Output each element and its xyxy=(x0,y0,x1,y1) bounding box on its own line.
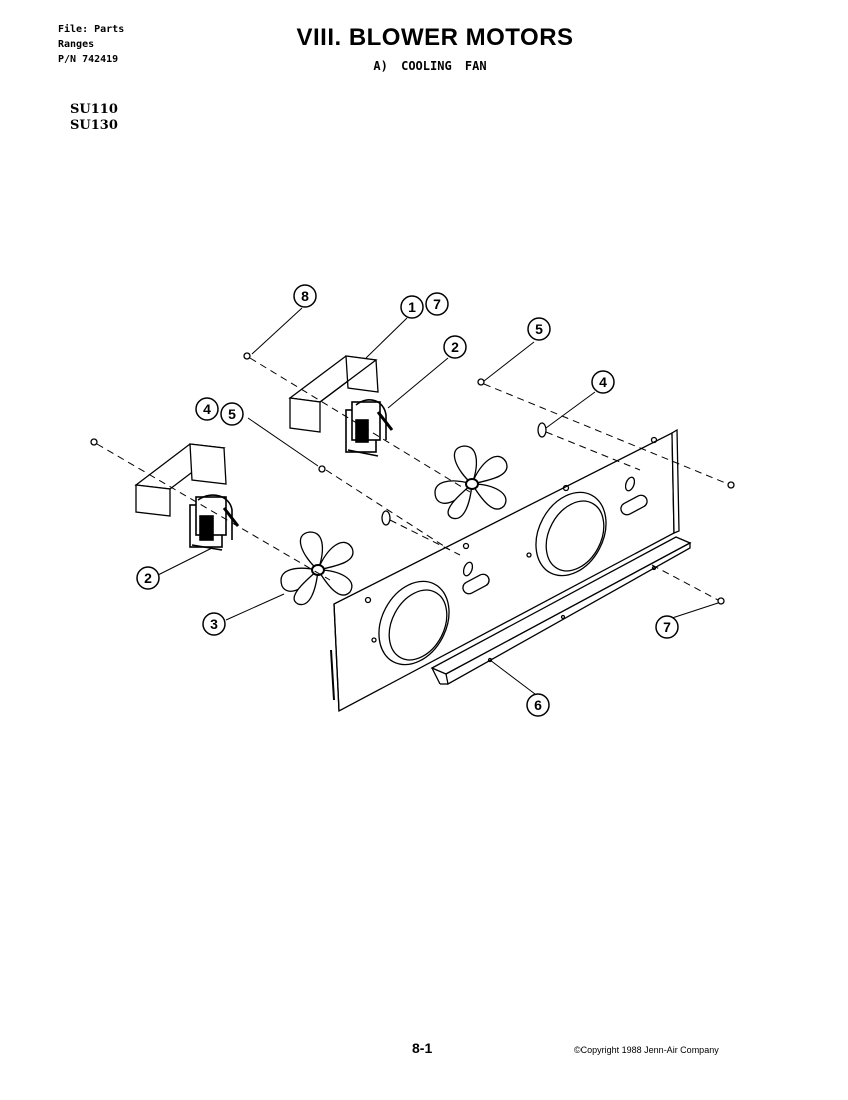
copyright-notice: ©Copyright 1988 Jenn-Air Company xyxy=(574,1045,719,1055)
callout-7-bottom-label: 7 xyxy=(663,619,671,635)
callout-5-left-label: 5 xyxy=(228,406,236,422)
callout-4-right-label: 4 xyxy=(599,374,607,390)
callout-6-label: 6 xyxy=(534,697,542,713)
lower-motor-bracket xyxy=(134,443,227,517)
grommet-clips xyxy=(381,422,547,526)
callout-5-right: 5 xyxy=(527,317,551,341)
file-label: File: Parts xyxy=(58,24,125,35)
screws xyxy=(90,352,735,605)
callout-1: 1 xyxy=(400,295,424,319)
callout-7-bottom: 7 xyxy=(655,615,679,639)
page-number: 8-1 xyxy=(412,1040,433,1056)
callout-8-top: 8 xyxy=(293,284,317,308)
model-su130: SU130 xyxy=(70,118,118,133)
callouts: 8 1 7 2 5 4 4 5 xyxy=(136,284,679,717)
page-title: VIII. BLOWER MOTORS xyxy=(296,24,574,51)
callout-2-lower-label: 2 xyxy=(144,570,152,586)
callout-2-upper-label: 2 xyxy=(451,339,459,355)
upper-fan-blade xyxy=(434,445,508,520)
callout-7-top: 7 xyxy=(425,292,449,316)
panel-slots xyxy=(364,436,658,663)
lower-fan-blade xyxy=(280,531,354,606)
file-info: File: Parts Ranges P/N 742419 xyxy=(58,22,124,67)
callout-4-left: 4 xyxy=(195,397,219,421)
callout-4-left-label: 4 xyxy=(203,401,211,417)
fan-opening-right xyxy=(535,491,607,577)
callout-4-right: 4 xyxy=(591,370,615,394)
upper-motor-bracket xyxy=(288,355,379,433)
leader-lines xyxy=(157,307,719,695)
callout-3: 3 xyxy=(202,612,226,636)
model-list: SU110 SU130 xyxy=(70,102,118,134)
upper-fan-motor xyxy=(345,399,394,457)
callout-5-right-label: 5 xyxy=(535,321,543,337)
part-number: P/N 742419 xyxy=(58,54,119,65)
callout-3-label: 3 xyxy=(210,616,218,632)
model-su110: SU110 xyxy=(70,102,118,117)
page-subtitle: A) COOLING FAN xyxy=(373,59,487,73)
callout-5-left: 5 xyxy=(220,402,244,426)
callout-7-top-label: 7 xyxy=(433,296,441,312)
lower-fan-motor xyxy=(189,494,240,551)
assembly-lines xyxy=(96,357,729,601)
callout-1-label: 1 xyxy=(408,299,416,315)
callout-8-top-label: 8 xyxy=(301,288,309,304)
callout-6: 6 xyxy=(526,693,550,717)
bottom-channel-bracket xyxy=(430,536,692,686)
callout-2-upper: 2 xyxy=(443,335,467,359)
category-label: Ranges xyxy=(58,39,95,50)
fan-opening-left xyxy=(378,580,450,666)
callout-2-lower: 2 xyxy=(136,566,160,590)
